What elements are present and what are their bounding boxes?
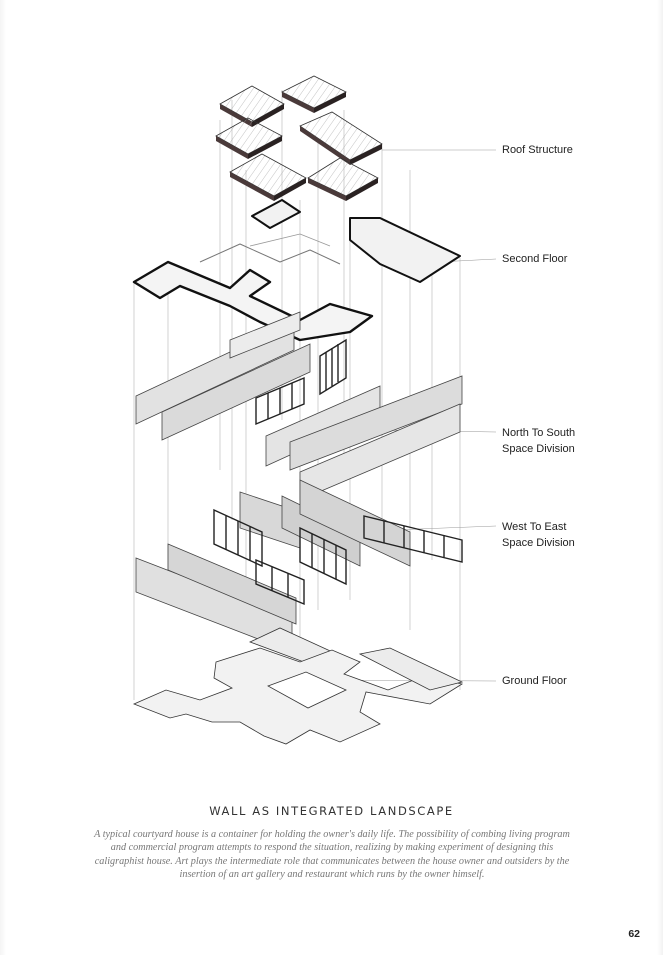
label-west-east-division: West To East Space Division bbox=[502, 521, 575, 549]
window-frame bbox=[213, 508, 463, 606]
west-east-walls-layer bbox=[135, 479, 463, 653]
label-roof-structure: Roof Structure bbox=[502, 144, 573, 156]
roof-panel bbox=[229, 153, 307, 201]
roof-panel bbox=[281, 75, 347, 113]
roof-panel bbox=[215, 117, 283, 159]
ground-floor-layer bbox=[132, 627, 464, 745]
roof-structure-layer bbox=[215, 75, 383, 201]
roof-panel bbox=[299, 111, 383, 165]
label-second-floor: Second Floor bbox=[502, 253, 568, 265]
exploded-axonometric-diagram bbox=[132, 75, 497, 745]
roof-panel bbox=[307, 157, 379, 201]
body-paragraph: A typical courtyard house is a container… bbox=[94, 829, 570, 881]
label-north-south-division: North To South Space Division bbox=[502, 427, 576, 455]
north-south-walls-layer bbox=[135, 311, 463, 501]
label-ground-floor: Ground Floor bbox=[502, 675, 567, 687]
section-title: WALL AS INTEGRATED LANDSCAPE bbox=[209, 804, 454, 818]
second-floor-layer bbox=[132, 199, 461, 342]
window-frame bbox=[255, 338, 347, 426]
page-number: 62 bbox=[628, 928, 640, 940]
